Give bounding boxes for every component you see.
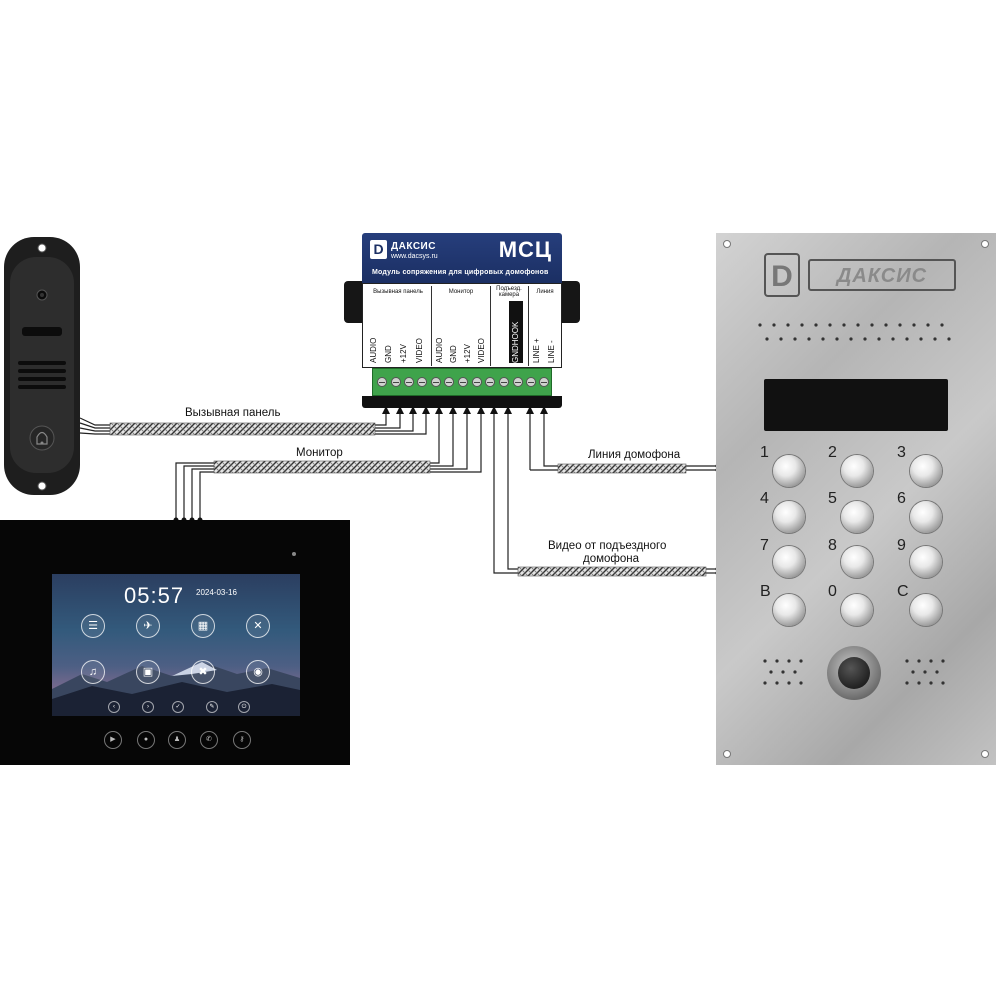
msc-model: МСЦ — [498, 237, 552, 262]
panel-logo-icon: D — [764, 253, 800, 297]
pin-audio-1: AUDIO — [369, 337, 378, 363]
camera-dot — [292, 552, 296, 556]
pin-12v-2: +12V — [463, 344, 472, 363]
pin-gndhook: GNDHOOK — [509, 301, 523, 363]
msc-website: www.dacsys.ru — [391, 253, 438, 260]
group-call-panel: Вызывная панель — [373, 289, 423, 295]
key-3-button[interactable] — [910, 455, 942, 487]
key-c-button[interactable] — [910, 594, 942, 626]
key-0-button[interactable] — [841, 594, 873, 626]
mounting-ear-left — [344, 281, 366, 323]
group-line: Линия — [536, 289, 554, 295]
monitor-date: 2024-03-16 — [196, 588, 237, 597]
label-intercom-line: Линия домофона — [588, 449, 681, 461]
key-label-1: 1 — [760, 444, 769, 461]
mic-grille-right — [905, 659, 945, 685]
panel-display — [764, 379, 948, 431]
monitor-time: 05:57 — [124, 583, 185, 608]
user-icon[interactable]: ♟ — [168, 731, 186, 749]
panel-brand: ДАКСИС — [808, 259, 956, 291]
terminal-block — [372, 368, 552, 396]
key-label-9: 9 — [897, 537, 906, 554]
mounting-ear-right — [558, 281, 580, 323]
msc-brand: ДАКСИС — [391, 241, 436, 252]
next-icon[interactable]: › — [142, 701, 154, 713]
bell-off-icon[interactable]: ✕ — [246, 614, 270, 638]
key-1-button[interactable] — [773, 455, 805, 487]
pin-line-minus: LINE - — [547, 340, 556, 363]
key-b-button[interactable] — [773, 594, 805, 626]
playback-icon[interactable]: ▶ — [104, 731, 122, 749]
dacsys-logo-icon: D — [370, 240, 387, 259]
tools-icon[interactable]: ✖ — [191, 660, 215, 684]
edit-icon[interactable]: ✎ — [206, 701, 218, 713]
key-8-button[interactable] — [841, 546, 873, 578]
msc-header: D ДАКСИС www.dacsys.ru МСЦ Модуль сопряж… — [362, 233, 562, 283]
pin-video-1: VIDEO — [415, 338, 424, 363]
label-call-panel: Вызывная панель — [185, 407, 281, 419]
key-7-button[interactable] — [773, 546, 805, 578]
prev-icon[interactable]: ‹ — [108, 701, 120, 713]
label-entrance-video-2: домофона — [583, 553, 640, 565]
key-reader-icon[interactable] — [827, 646, 881, 700]
gallery-icon[interactable]: ▣ — [136, 660, 160, 684]
key-label-8: 8 — [828, 537, 837, 554]
key-label-3: 3 — [897, 444, 906, 461]
speaker-grille — [758, 323, 951, 341]
mic-grille-left — [763, 659, 803, 685]
group-monitor: Монитор — [448, 289, 474, 295]
key-9-button[interactable] — [910, 546, 942, 578]
phone-icon[interactable]: ✆ — [200, 731, 218, 749]
key-label-b: B — [760, 583, 771, 600]
key-label-7: 7 — [760, 537, 769, 554]
monitor-screen: 05:57 2024-03-16 ☰ ✈ ▦ ✕ ♫ ▣ ✖ ◉ ‹ › ✓ ✎… — [52, 574, 300, 716]
pin-audio-2: AUDIO — [435, 337, 444, 363]
wifi-icon[interactable]: ☰ — [81, 614, 105, 638]
msc-pin-panel: Вызывная панель Монитор Подъезд. камера … — [362, 283, 562, 368]
pin-gnd-2: GND — [449, 345, 458, 363]
key-6-button[interactable] — [910, 501, 942, 533]
key-label-2: 2 — [828, 444, 837, 461]
key-icon[interactable]: ⚷ — [233, 731, 251, 749]
outdoor-intercom-panel: D ДАКСИС 1 2 3 4 5 6 7 8 9 B 0 C — [716, 233, 996, 765]
check-icon[interactable]: ✓ — [172, 701, 184, 713]
key-2-button[interactable] — [841, 455, 873, 487]
msc-description: Модуль сопряжения для цифровых домофонов — [372, 269, 549, 276]
key-5-button[interactable] — [841, 501, 873, 533]
power-icon[interactable]: ⏻ — [238, 701, 250, 713]
pin-gnd-1: GND — [384, 345, 393, 363]
key-label-5: 5 — [828, 490, 837, 507]
key-4-button[interactable] — [773, 501, 805, 533]
pin-video-2: VIDEO — [477, 338, 486, 363]
key-label-0: 0 — [828, 583, 837, 600]
label-entrance-video-1: Видео от подъездного — [548, 540, 667, 552]
pin-line-plus: LINE + — [532, 338, 541, 363]
group-entrance-camera: Подъезд. камера — [496, 286, 522, 298]
call-panel-device — [4, 237, 80, 495]
camera-icon[interactable]: ◉ — [246, 660, 270, 684]
pin-12v-1: +12V — [399, 344, 408, 363]
calendar-icon[interactable]: ▦ — [191, 614, 215, 638]
video-monitor: 05:57 2024-03-16 ☰ ✈ ▦ ✕ ♫ ▣ ✖ ◉ ‹ › ✓ ✎… — [0, 520, 350, 765]
monitor-view-icon[interactable]: ● — [137, 731, 155, 749]
label-monitor: Монитор — [296, 447, 343, 459]
key-label-c: C — [897, 583, 909, 600]
key-label-4: 4 — [760, 490, 769, 507]
key-label-6: 6 — [897, 490, 906, 507]
music-icon[interactable]: ♫ — [81, 660, 105, 684]
msc-module: D ДАКСИС www.dacsys.ru МСЦ Модуль сопряж… — [344, 233, 580, 408]
running-man-icon[interactable]: ✈ — [136, 614, 160, 638]
